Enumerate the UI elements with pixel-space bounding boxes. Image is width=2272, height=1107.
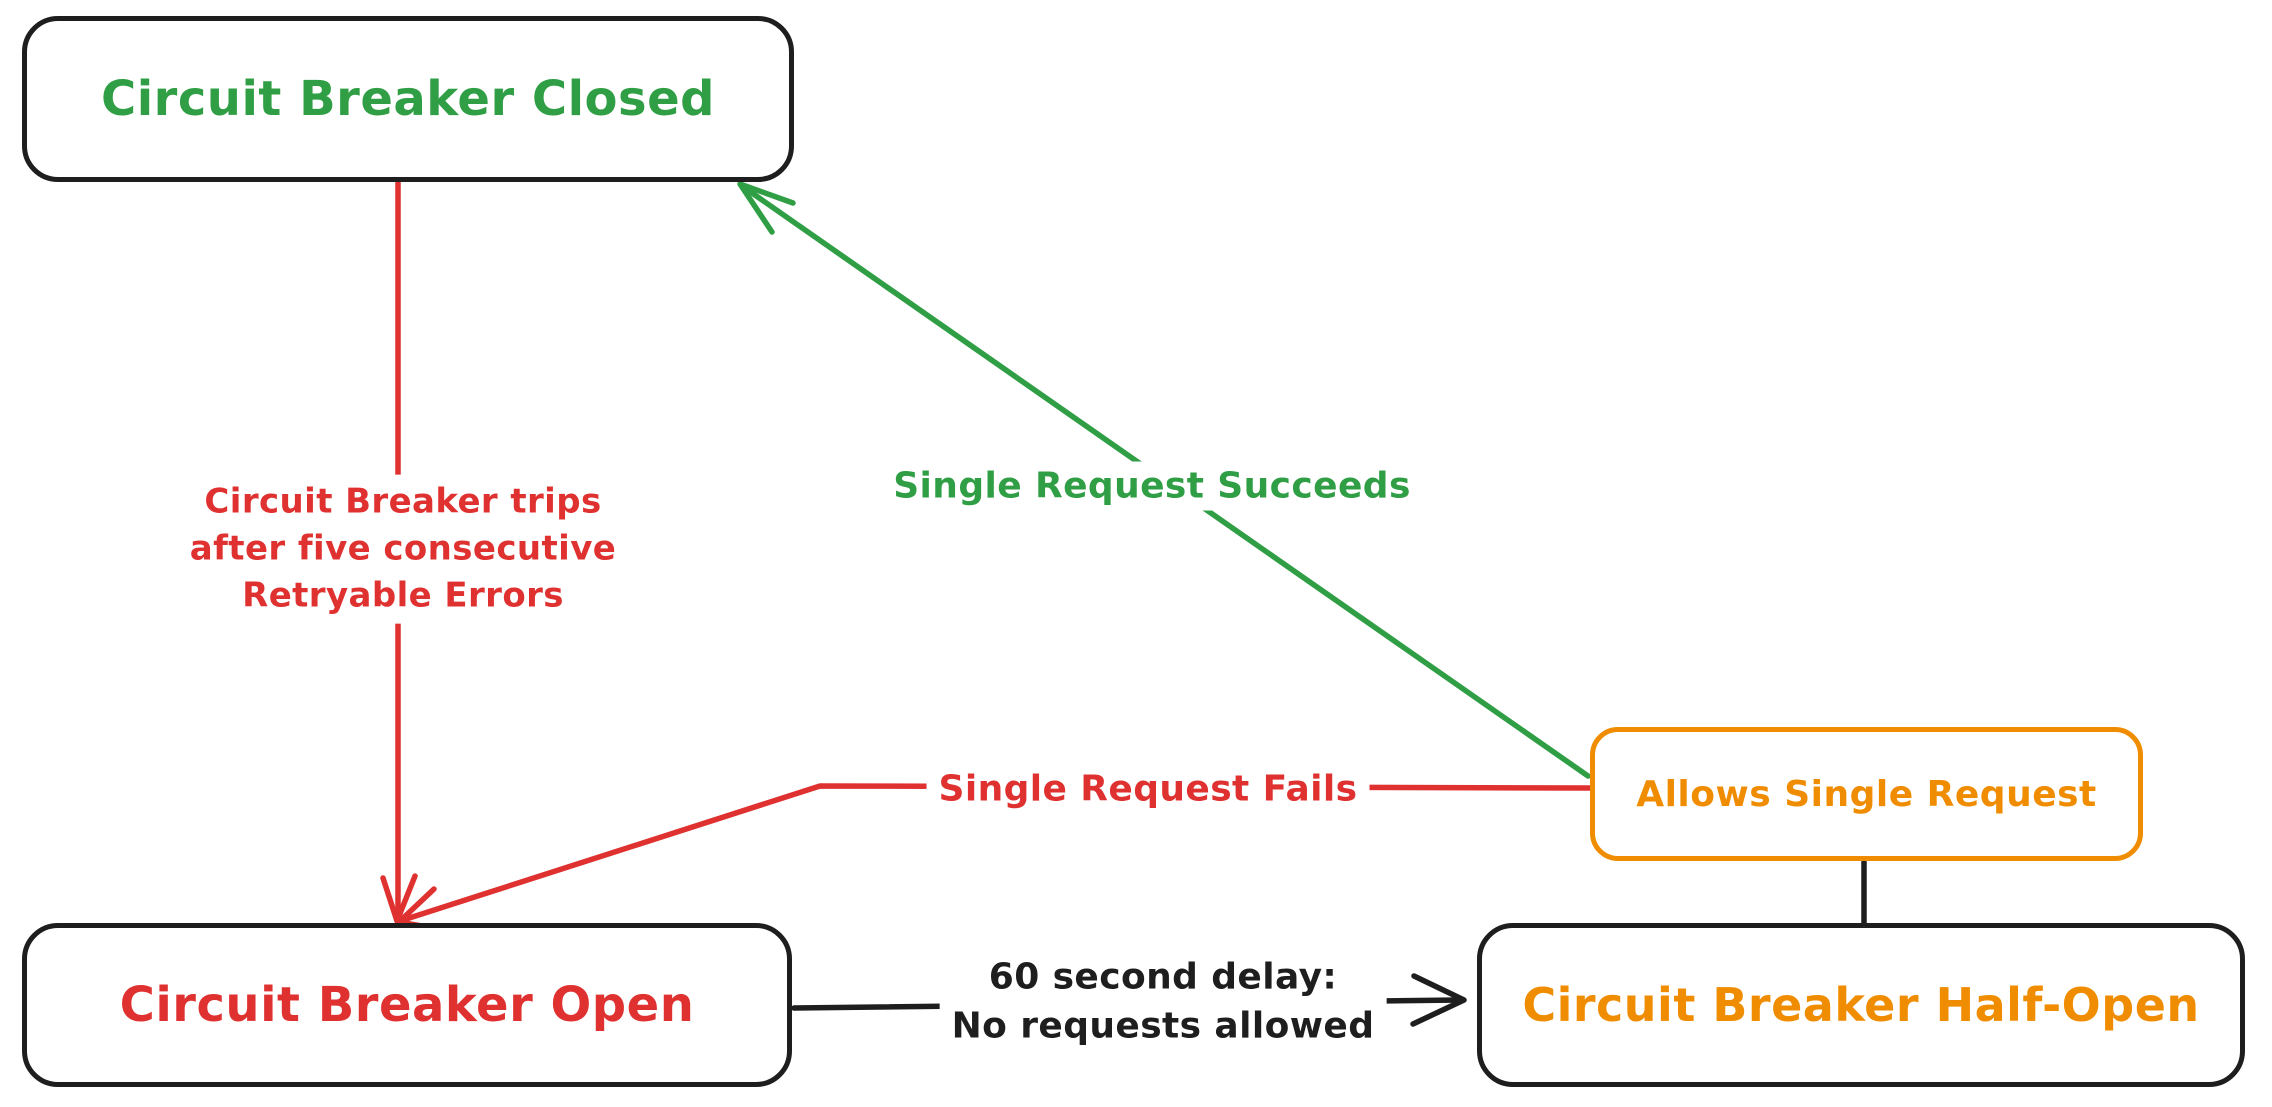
edge-label-trips-line3: Retryable Errors xyxy=(242,575,564,616)
edge-label-fails: Single Request Fails xyxy=(926,764,1370,814)
node-allows-single-request-label: Allows Single Request xyxy=(1636,773,2097,815)
edge-label-trips-line1: Circuit Breaker trips xyxy=(204,481,602,522)
edge-label-trips: Circuit Breaker trips after five consecu… xyxy=(177,474,629,624)
edge-label-trips-line2: after five consecutive xyxy=(189,528,617,569)
node-circuit-breaker-half-open: Circuit Breaker Half-Open xyxy=(1477,923,2245,1087)
edge-label-delay-line2: No requests allowed xyxy=(951,1005,1375,1046)
node-circuit-breaker-open: Circuit Breaker Open xyxy=(22,923,792,1087)
edge-label-delay-line1: 60 second delay: xyxy=(988,956,1338,998)
edge-label-succeeds: Single Request Succeeds xyxy=(881,461,1423,511)
node-circuit-breaker-half-open-label: Circuit Breaker Half-Open xyxy=(1522,978,2200,1032)
edge-succeeds-arrowhead xyxy=(737,181,796,235)
node-circuit-breaker-closed-label: Circuit Breaker Closed xyxy=(101,71,715,127)
node-circuit-breaker-open-label: Circuit Breaker Open xyxy=(119,977,695,1033)
edge-label-delay: 60 second delay: No requests allowed xyxy=(939,949,1387,1055)
node-allows-single-request: Allows Single Request xyxy=(1590,727,2143,861)
node-circuit-breaker-closed: Circuit Breaker Closed xyxy=(22,16,794,182)
edge-delay-arrowhead xyxy=(1410,973,1467,1027)
